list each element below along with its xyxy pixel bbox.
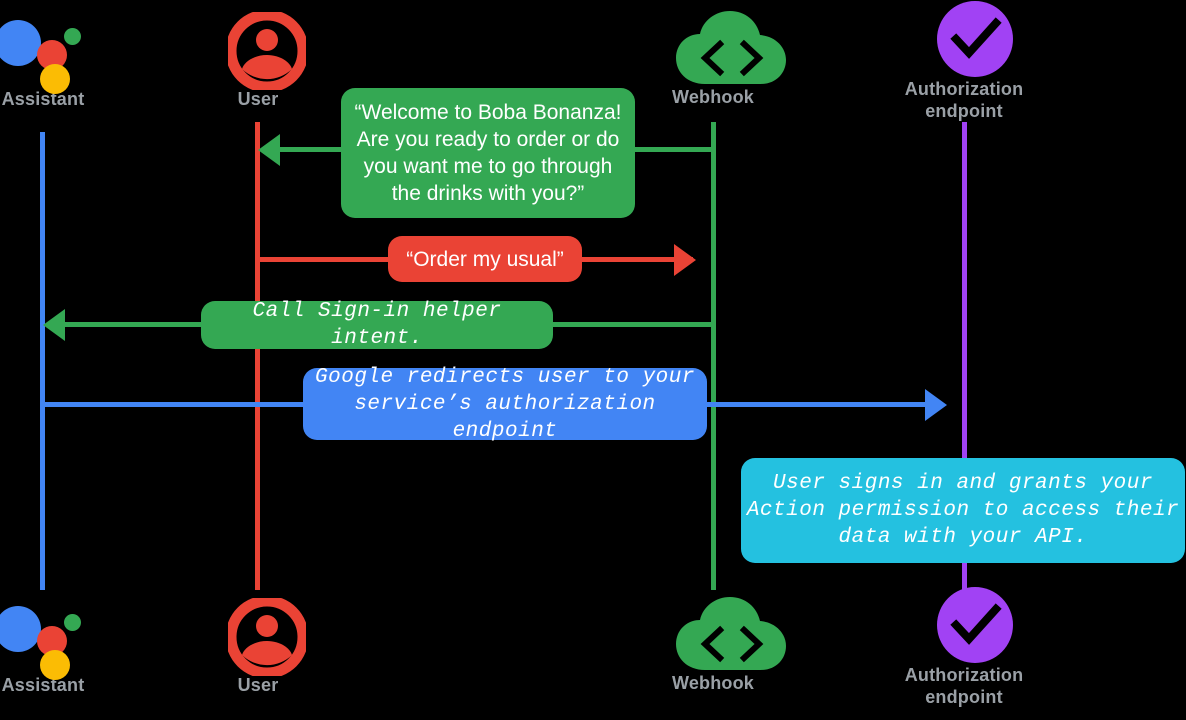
purple-check-circle-svg <box>937 1 1013 77</box>
actor-label-assistant-top: Assistant <box>1 89 85 109</box>
message-text-signin-helper: Call Sign-in helper intent. <box>252 300 502 350</box>
actor-label-assistant-bottom: Assistant <box>1 675 85 695</box>
actor-label-user-top: User <box>237 89 279 109</box>
purple-check-circle-svg <box>937 587 1013 663</box>
actor-label-webhook-top: Webhook <box>671 87 755 107</box>
arrowhead-google-redirect <box>925 389 947 421</box>
google-assistant-dots-icon <box>0 8 93 94</box>
message-bubble-order: “Order my usual” <box>388 236 582 282</box>
actor-label-user-bottom: User <box>237 675 279 695</box>
message-text-order: “Order my usual” <box>406 247 564 271</box>
user-avatar-svg <box>228 598 306 676</box>
cloud-code-icon <box>663 6 786 86</box>
actor-user-top: User <box>168 8 348 110</box>
actor-assistant-top: Assistant <box>0 8 133 110</box>
lifeline-assistant <box>40 132 45 590</box>
actor-user-bottom: User <box>168 594 348 696</box>
lifeline-authorization <box>962 122 967 590</box>
user-avatar-icon <box>208 594 308 676</box>
google-assistant-dots-icon <box>0 594 93 680</box>
user-avatar-icon <box>208 8 308 90</box>
actor-webhook-top: Webhook <box>623 6 803 108</box>
user-avatar-svg <box>228 12 306 90</box>
actor-label-webhook-bottom: Webhook <box>671 673 755 693</box>
lifeline-webhook <box>711 122 716 590</box>
actor-assistant-bottom: Assistant <box>0 594 133 696</box>
cloud-code-svg <box>676 11 786 84</box>
message-text-welcome: “Welcome to Boba Bonanza! Are you ready … <box>354 101 622 205</box>
cloud-code-svg <box>676 597 786 670</box>
actor-authorization-bottom: Authorization endpoint <box>874 584 1054 708</box>
message-bubble-welcome: “Welcome to Boba Bonanza! Are you ready … <box>341 88 635 218</box>
arrowhead-welcome <box>258 134 280 166</box>
message-text-google-redirect: Google redirects user to your service’s … <box>315 365 695 443</box>
message-bubble-google-redirect: Google redirects user to your service’s … <box>303 366 707 443</box>
message-bubble-user-signs-in: User signs in and grants your Action per… <box>741 458 1185 563</box>
arrowhead-signin-helper <box>43 309 65 341</box>
purple-check-circle-icon <box>914 584 1014 664</box>
actor-label-authorization-bottom: Authorization endpoint <box>904 665 1024 707</box>
cloud-code-icon <box>663 592 786 672</box>
message-bubble-signin-helper: Call Sign-in helper intent. <box>201 300 553 350</box>
lifeline-user <box>255 122 260 590</box>
actor-authorization-top: Authorization endpoint <box>874 0 1054 122</box>
actor-label-authorization-top: Authorization endpoint <box>904 79 1024 121</box>
arrowhead-order <box>674 244 696 276</box>
message-text-user-signs-in: User signs in and grants your Action per… <box>746 472 1180 549</box>
actor-webhook-bottom: Webhook <box>623 592 803 694</box>
purple-check-circle-icon <box>914 0 1014 78</box>
